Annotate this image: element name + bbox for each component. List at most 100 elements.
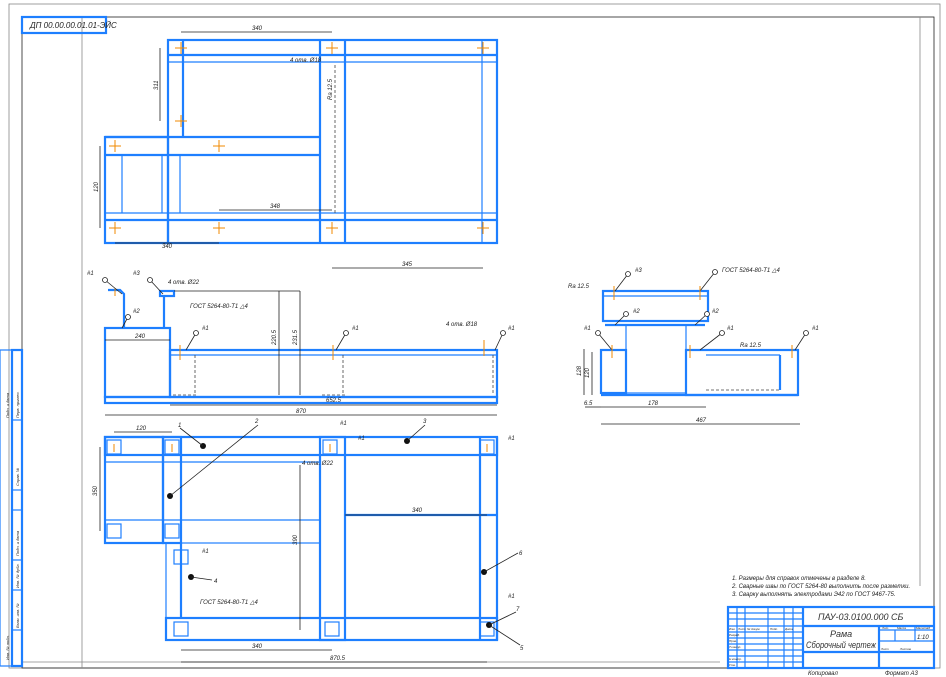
drawing-label: #1 <box>508 326 515 332</box>
drawing-line <box>614 273 629 292</box>
drawing-label: 870.5 <box>330 656 346 662</box>
drawing-line <box>102 277 108 283</box>
drawing-line <box>479 621 495 637</box>
drawing-line <box>147 277 153 283</box>
drawing-label: 4 <box>214 579 218 585</box>
drawing-label: Рама <box>830 629 852 639</box>
drawing-line <box>488 611 517 626</box>
drawing-label: 6 <box>519 551 523 557</box>
drawing-label: 120 <box>585 367 591 378</box>
drawing-line <box>106 523 122 539</box>
drawing-label: #2 <box>633 309 640 315</box>
drawing-label: 348 <box>270 204 281 210</box>
drawing-line <box>803 330 809 336</box>
drawing-label: ГОСТ 5264-80-Т1 △4 <box>722 268 780 274</box>
drawing-line <box>704 311 710 317</box>
drawing-label: Справ. № <box>15 467 20 486</box>
drawing-label: 240 <box>134 334 146 340</box>
drawing-line <box>113 444 488 452</box>
drawing-label: Лист <box>737 627 746 631</box>
drawing-label: Изм. <box>729 627 736 631</box>
drawing-label: Н.контр. <box>729 657 742 661</box>
drawing-label: 345 <box>402 262 413 268</box>
drawing-label: #1 <box>87 271 94 277</box>
drawing-label: 2 <box>254 419 259 425</box>
drawing-label: 340 <box>412 508 423 514</box>
drawing-label: 7 <box>516 607 520 613</box>
drawing-label: Листов <box>899 647 911 651</box>
drawing-line <box>488 624 521 646</box>
drawing-label: Ra 12.5 <box>328 78 334 100</box>
drawing-line <box>728 607 803 668</box>
sheet-border <box>8 3 941 669</box>
drawing-label: Перв. примен. <box>15 391 20 418</box>
drawing-line <box>625 271 631 277</box>
drawing-label: 2. Сварные швы по ГОСТ 5264-80 выполнить… <box>731 584 910 590</box>
drawing-label: #1 <box>727 326 734 332</box>
drawing-label: #1 <box>340 421 347 427</box>
drawing-label: Взам. инв. № <box>15 603 20 628</box>
drawing-label: #1 <box>812 326 819 332</box>
drawing-line <box>406 424 426 442</box>
side-stamp: Перв. примен. Справ. № Подп. и дата Инв.… <box>0 348 24 668</box>
drawing-line <box>601 289 710 323</box>
drawing-line <box>699 271 716 292</box>
drawing-label: 4 отв. Ø22 <box>168 280 200 286</box>
drawing-line <box>322 439 338 455</box>
drawing-label: ГОСТ 5264-80-Т1 △4 <box>200 600 258 606</box>
drawing-label: 870 <box>296 409 307 415</box>
drawing-line <box>165 542 321 619</box>
drawing-line <box>318 435 347 642</box>
drawing-line <box>479 439 495 455</box>
drawing-line <box>719 330 725 336</box>
drawing-label: 390 <box>293 534 299 545</box>
drawing-line <box>684 348 800 397</box>
drawing-label: 6.5 <box>584 401 593 407</box>
drawing-label: #1 <box>584 326 591 332</box>
drawing-label: № докум. <box>747 627 760 631</box>
drawing-frame <box>21 16 935 669</box>
drawing-line <box>185 332 197 351</box>
drawing-label: Т.контр. <box>729 645 741 649</box>
drawing-label: #1 <box>508 594 515 600</box>
drawing-label: ПАУ-03.0100.000 СБ <box>818 612 904 622</box>
drawing-label: 340 <box>252 26 263 32</box>
drawing-label: Утв. <box>729 663 736 667</box>
drawing-label: 128 <box>577 365 583 376</box>
drawing-label: 231.5 <box>293 329 299 346</box>
drawing-label: #3 <box>133 271 140 277</box>
drawing-line <box>623 311 629 317</box>
drawing-label: #2 <box>133 309 140 315</box>
drawing-line <box>164 439 180 455</box>
drawing-label: 4 отв. Ø18 <box>446 322 478 328</box>
drawing-label: 340 <box>162 244 173 250</box>
drawing-line <box>164 616 499 642</box>
technical-notes: 1. Размеры для справок отмечены в раздел… <box>731 576 910 598</box>
drawing-line <box>190 576 213 581</box>
drawing-label: 120 <box>136 426 147 432</box>
drawing-label: 4 отв. Ø22 <box>302 461 334 467</box>
drawing-line <box>324 621 340 637</box>
drawing-label: Масштаб <box>916 626 930 630</box>
top-view: 340 311 120 348 340 345 4 отв. Ø18 Ra 12… <box>94 26 499 269</box>
drawing-label: 340 <box>252 644 263 650</box>
drawing-line <box>106 439 122 455</box>
drawing-label: Подп. и дата <box>15 530 20 556</box>
drawing-line <box>103 435 165 545</box>
plan-view: 1 2 3 4 5 6 7 350 120 340 340 870.5 390 … <box>93 419 524 663</box>
drawing-label: #1 <box>352 326 359 332</box>
drawing-line <box>149 279 164 295</box>
drawing-label: #1 <box>202 549 209 555</box>
rotated-stamp: ДП 00.00.00.01.01-ЭЙС <box>20 15 117 35</box>
drawing-label: Подп. и дата <box>5 392 10 418</box>
front-view: 870 652.5 240 220.5 231.5 4 отв. Ø22 ГОС… <box>87 271 515 416</box>
drawing-label: Сборочный чертеж <box>806 640 877 650</box>
drawing-label: Ra 12.5 <box>568 284 590 290</box>
drawing-line <box>500 330 506 336</box>
drawing-label: Ra 12.5 <box>740 343 762 349</box>
drawing-label: 1:10 <box>917 635 929 641</box>
drawing-line <box>625 324 687 394</box>
drawing-line <box>125 314 131 320</box>
copied-caption: Копировал <box>808 671 838 677</box>
